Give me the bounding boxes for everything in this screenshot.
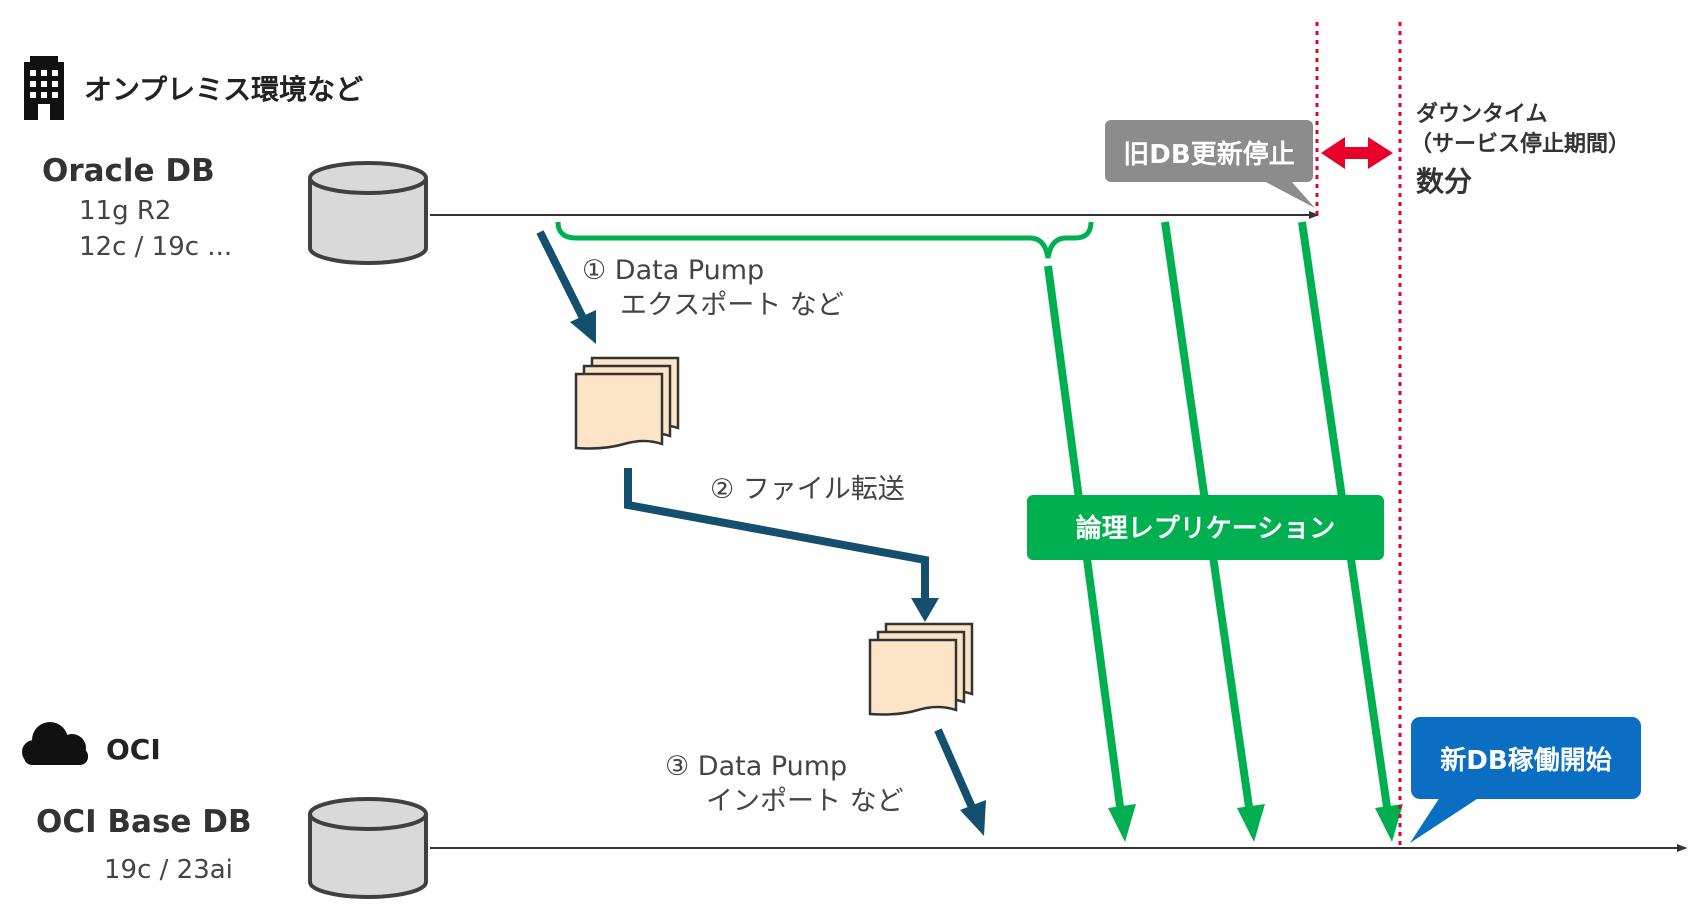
downtime-subtitle: （サービス停止期間） bbox=[1410, 132, 1631, 157]
export-step-label-1: ① Data Pump bbox=[582, 255, 765, 286]
source-db-version-1: 11g R2 bbox=[79, 196, 172, 226]
replication-brace bbox=[555, 221, 1094, 259]
export-arrow bbox=[536, 230, 596, 344]
new-db-start-text: 新DB稼働開始 bbox=[1440, 746, 1612, 776]
downtime-title: ダウンタイム bbox=[1416, 102, 1548, 127]
dump-file-stack-1 bbox=[574, 356, 680, 450]
cloud-icon bbox=[22, 722, 88, 765]
export-step-label-2: エクスポート など bbox=[620, 290, 844, 321]
target-db-title: OCI Base DB bbox=[36, 804, 252, 840]
source-db-cylinder bbox=[308, 161, 428, 265]
downtime-double-arrow bbox=[1321, 137, 1393, 169]
old-db-stop-callout bbox=[1105, 120, 1315, 208]
import-step-label-1: ③ Data Pump bbox=[665, 751, 848, 782]
target-db-cylinder bbox=[308, 797, 428, 899]
dump-file-stack-2 bbox=[868, 622, 974, 716]
building-icon bbox=[24, 56, 64, 120]
downtime-duration: 数分 bbox=[1416, 165, 1473, 198]
transfer-arrow bbox=[624, 468, 939, 622]
source-db-version-2: 12c / 19c ... bbox=[79, 232, 233, 262]
import-step-label-2: インポート など bbox=[706, 786, 904, 817]
new-db-start-callout bbox=[1410, 717, 1641, 843]
onprem-section-label: オンプレミス環境など bbox=[84, 73, 364, 106]
old-db-stop-text: 旧DB更新停止 bbox=[1123, 140, 1295, 170]
oci-section-label: OCI bbox=[106, 733, 161, 766]
replication-label: 論理レプリケーション bbox=[1075, 514, 1336, 544]
source-db-title: Oracle DB bbox=[42, 153, 215, 189]
replication-label-box bbox=[1027, 495, 1384, 560]
target-db-version: 19c / 23ai bbox=[104, 855, 233, 885]
transfer-step-label: ② ファイル転送 bbox=[710, 474, 905, 505]
import-arrow bbox=[934, 728, 986, 836]
